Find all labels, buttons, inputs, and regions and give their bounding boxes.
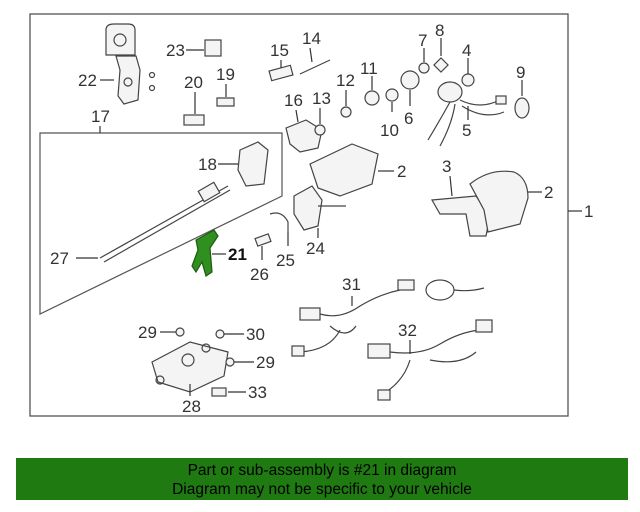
callout-10: 10 <box>380 121 399 140</box>
callout-28: 28 <box>182 397 201 416</box>
callout-30: 30 <box>246 325 265 344</box>
parts-diagram: 1 17 22 23 20 19 15 14 16 13 12 11 <box>29 13 593 417</box>
callout-25: 25 <box>276 251 295 270</box>
part-27-shaft <box>99 181 231 263</box>
callout-22: 22 <box>78 71 97 90</box>
callout-11: 11 <box>360 59 378 78</box>
callout-8: 8 <box>435 21 444 40</box>
callout-29a: 29 <box>138 323 157 342</box>
callout-16: 16 <box>284 91 303 110</box>
banner-line-1: Part or sub-assembly is #21 in diagram <box>187 462 457 479</box>
part-5-switch <box>427 81 507 147</box>
callout-6: 6 <box>404 109 413 128</box>
callout-12: 12 <box>336 71 355 90</box>
callout-4: 4 <box>462 41 471 60</box>
callout-5: 5 <box>462 121 471 140</box>
part-21-highlighted <box>191 229 219 277</box>
callout-2a: 2 <box>397 162 406 181</box>
callout-33: 33 <box>248 383 267 402</box>
part-32-harness <box>367 319 493 401</box>
callout-26: 26 <box>250 265 269 284</box>
callout-2b: 2 <box>544 183 553 202</box>
callout-15: 15 <box>270 41 289 60</box>
callout-3: 3 <box>442 157 451 176</box>
callout-7: 7 <box>418 31 427 50</box>
callout-23: 23 <box>166 41 185 60</box>
info-banner: Part or sub-assembly is #21 in diagram D… <box>16 458 628 500</box>
callout-29b: 29 <box>256 353 275 372</box>
callout-20: 20 <box>184 73 203 92</box>
inset-box-17 <box>39 132 283 315</box>
callout-24: 24 <box>306 239 325 258</box>
callout-31: 31 <box>342 275 361 294</box>
callout-1: 1 <box>584 202 593 221</box>
callout-18: 18 <box>198 155 217 174</box>
banner-line-2: Diagram may not be specific to your vehi… <box>172 481 472 498</box>
callout-14: 14 <box>302 29 321 48</box>
callout-13: 13 <box>312 89 331 108</box>
callout-9: 9 <box>516 63 525 82</box>
callout-21: 21 <box>228 245 247 264</box>
callout-19: 19 <box>216 65 235 84</box>
part-28-bracket <box>151 341 229 393</box>
callout-17: 17 <box>91 107 110 126</box>
part-31-harness <box>291 279 415 357</box>
callout-27: 27 <box>50 249 69 268</box>
part-22-lock <box>105 23 156 105</box>
callout-32: 32 <box>398 321 417 340</box>
